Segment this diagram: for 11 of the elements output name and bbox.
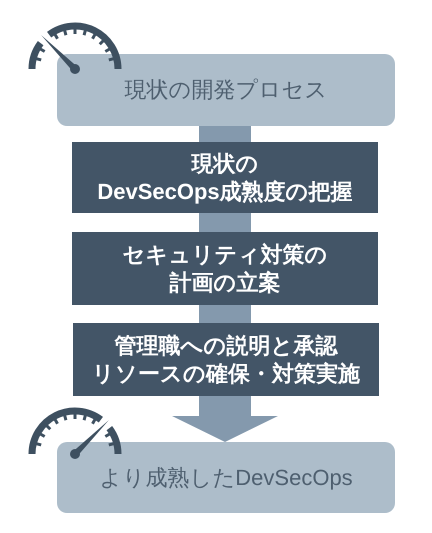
stage-text: 現状の開発プロセス <box>124 76 328 104</box>
stage-text: より成熟したDevSecOps <box>99 464 353 492</box>
step-text: セキュリティ対策の計画の立案 <box>122 240 328 296</box>
step-box <box>72 142 378 213</box>
step-box <box>72 232 378 305</box>
step-text: 管理職への説明と承認リソースの確保・対策実施 <box>92 332 360 388</box>
step-text: 現状のDevSecOps成熟度の把握 <box>97 150 353 206</box>
stage-box <box>57 54 395 126</box>
step-box <box>73 323 379 396</box>
stage-box <box>57 442 395 513</box>
flow-arrow <box>172 396 278 442</box>
